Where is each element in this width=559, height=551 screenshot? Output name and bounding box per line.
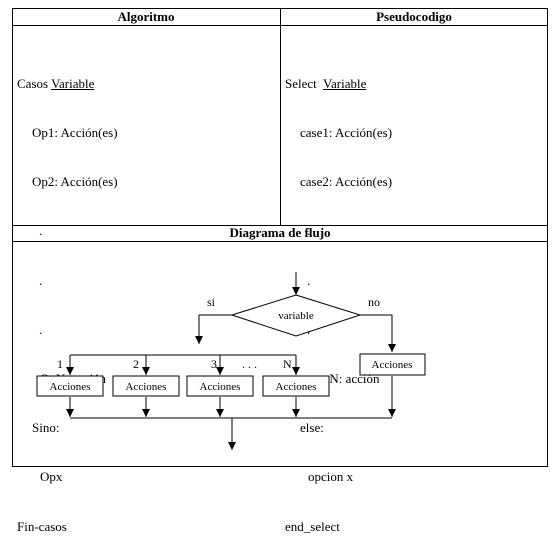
header-underline (12, 25, 548, 26)
algoritmo-dot: . (39, 321, 43, 337)
algoritmo-op2: Op2: Acción(es) (32, 174, 118, 190)
pseudo-dot: . (307, 272, 311, 288)
yes-branch-arrow (195, 314, 232, 344)
yes-label: si (207, 295, 216, 309)
flowchart: variable si no 1 2 3 . . . N Acciones Ac… (36, 272, 426, 450)
pseudocodigo-header: Pseudocodigo (376, 9, 452, 24)
action-box-1 (36, 375, 104, 397)
algoritmo-op1: Op1: Acción(es) (32, 125, 118, 141)
algoritmo-fin: Fin-casos (17, 518, 67, 534)
algoritmo-dot: . (39, 272, 43, 288)
action-box-3 (186, 375, 254, 397)
action-label-2: Acciones (126, 381, 167, 393)
case-label-3: 3 (211, 357, 217, 371)
algoritmo-variable: Variable (51, 75, 95, 91)
flow-header-underline (12, 241, 548, 242)
no-branch-arrow (360, 314, 396, 352)
action-label-1: Acciones (50, 381, 91, 393)
algoritmo-line-casos: Casos Variable (17, 75, 95, 91)
pseudo-case2: case2: Acción(es) (300, 174, 393, 190)
pseudo-variable: Variable (323, 75, 367, 91)
action-label-n: Acciones (276, 381, 317, 393)
algoritmo-dot: . (39, 223, 43, 239)
pseudo-line-select: Select Variable (285, 75, 367, 91)
pseudo-case1: case1: Acción(es) (300, 125, 393, 141)
diagrama-header: Diagrama de flujo (229, 225, 331, 240)
case-label-1: 1 (57, 357, 63, 371)
decision-label: variable (278, 310, 314, 322)
ellipsis-label: . . . (242, 357, 257, 371)
case-label-2: 2 (133, 357, 139, 371)
no-label: no (368, 295, 380, 309)
algoritmo-sino: Sino: (32, 420, 60, 436)
action-box-else (359, 353, 426, 376)
action-label-else: Acciones (372, 359, 413, 371)
action-box-2 (112, 375, 180, 397)
decision-diamond (230, 294, 362, 337)
section-divider (12, 225, 548, 226)
action-box-n (262, 375, 330, 397)
pseudo-else: else: (300, 420, 324, 436)
pseudo-end: end_select (285, 518, 340, 534)
column-divider (280, 8, 281, 225)
pseudo-dot: . (307, 223, 311, 239)
algoritmo-header: Algoritmo (117, 9, 175, 24)
action-label-3: Acciones (200, 381, 241, 393)
case-label-n: N (283, 357, 292, 371)
